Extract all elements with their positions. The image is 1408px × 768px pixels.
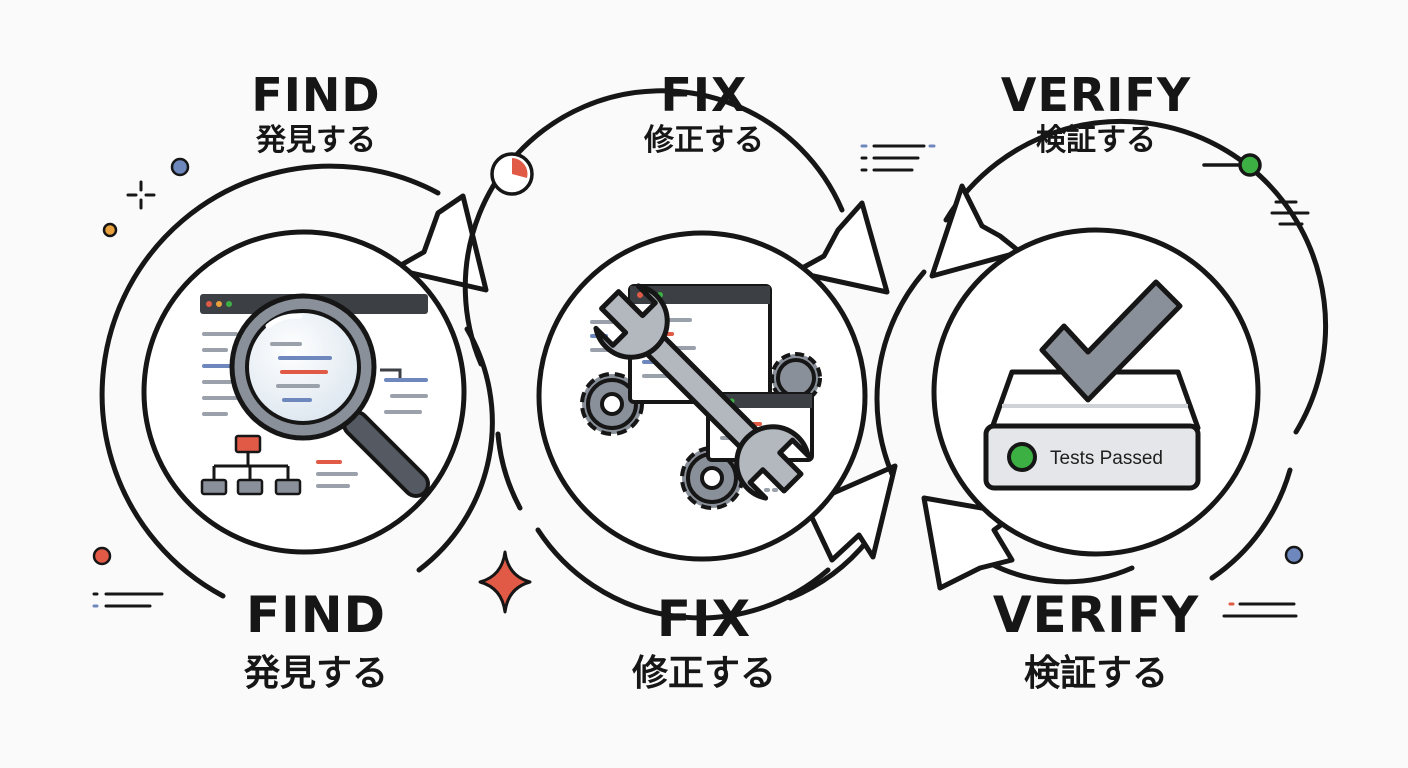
speed-lines-decoration: [92, 592, 164, 608]
find-title-top: FIND: [251, 68, 381, 122]
verify-subtitle-top: 検証する: [1036, 123, 1156, 158]
fix-bottom-arrowhead: [803, 463, 898, 563]
find-subtitle-top: 発見する: [256, 123, 376, 158]
wrench-icon: [593, 283, 811, 501]
status-green-dot: [1007, 442, 1037, 472]
decorations: [92, 144, 1310, 618]
verify-title-top: VERIFY: [1000, 68, 1192, 122]
find-title-bottom: FIND: [245, 586, 387, 644]
verify-left-arc: [874, 269, 927, 477]
find-subtitle-bottom: 発見する: [243, 653, 388, 694]
verify-bottom-right-arc: [1209, 467, 1293, 581]
fix-outer-arc: [462, 88, 845, 367]
sparkle-icon: [126, 180, 156, 210]
red-dot-decoration: [92, 546, 112, 566]
speed-lines-decoration: [860, 144, 936, 172]
slider-knob-decoration: [1202, 153, 1262, 177]
fix-bottom-right-arc: [787, 537, 871, 601]
hierarchy-tree-icon: [200, 434, 302, 496]
orange-dot-decoration: [102, 222, 118, 238]
blue-dot-decoration: [170, 157, 190, 177]
verify-title-bottom: VERIFY: [992, 586, 1200, 644]
verify-top-arc: [943, 118, 1329, 435]
verify-bottom-arrowhead: [921, 495, 1019, 591]
tests-passed-badge: Tests Passed: [983, 423, 1201, 491]
fix-top-arrowhead: [792, 200, 890, 295]
verify-top-arrowhead: [929, 183, 1023, 279]
fix-title-top: FIX: [660, 68, 748, 122]
find-outer-arc: [99, 163, 441, 599]
fix-subtitle-bottom: 修正する: [631, 653, 776, 694]
pie-chart-icon: [490, 152, 534, 196]
fix-title-bottom: FIX: [656, 590, 752, 648]
code-window-icon: [200, 294, 428, 488]
red-sparkle-icon: [478, 550, 532, 614]
verify-subtitle-bottom: 検証する: [1023, 653, 1168, 694]
badge-label: Tests Passed: [1050, 448, 1163, 469]
find-top-arrowhead: [391, 193, 489, 293]
speed-lines-decoration: [1270, 200, 1310, 226]
fix-left-lower-arc: [495, 431, 523, 511]
fix-subtitle-top: 修正する: [644, 123, 764, 158]
magnifier-icon: [229, 293, 430, 498]
speed-lines-decoration: [1222, 602, 1298, 618]
checkmark-icon: [1039, 279, 1183, 403]
blue-dot-decoration: [1284, 545, 1304, 565]
